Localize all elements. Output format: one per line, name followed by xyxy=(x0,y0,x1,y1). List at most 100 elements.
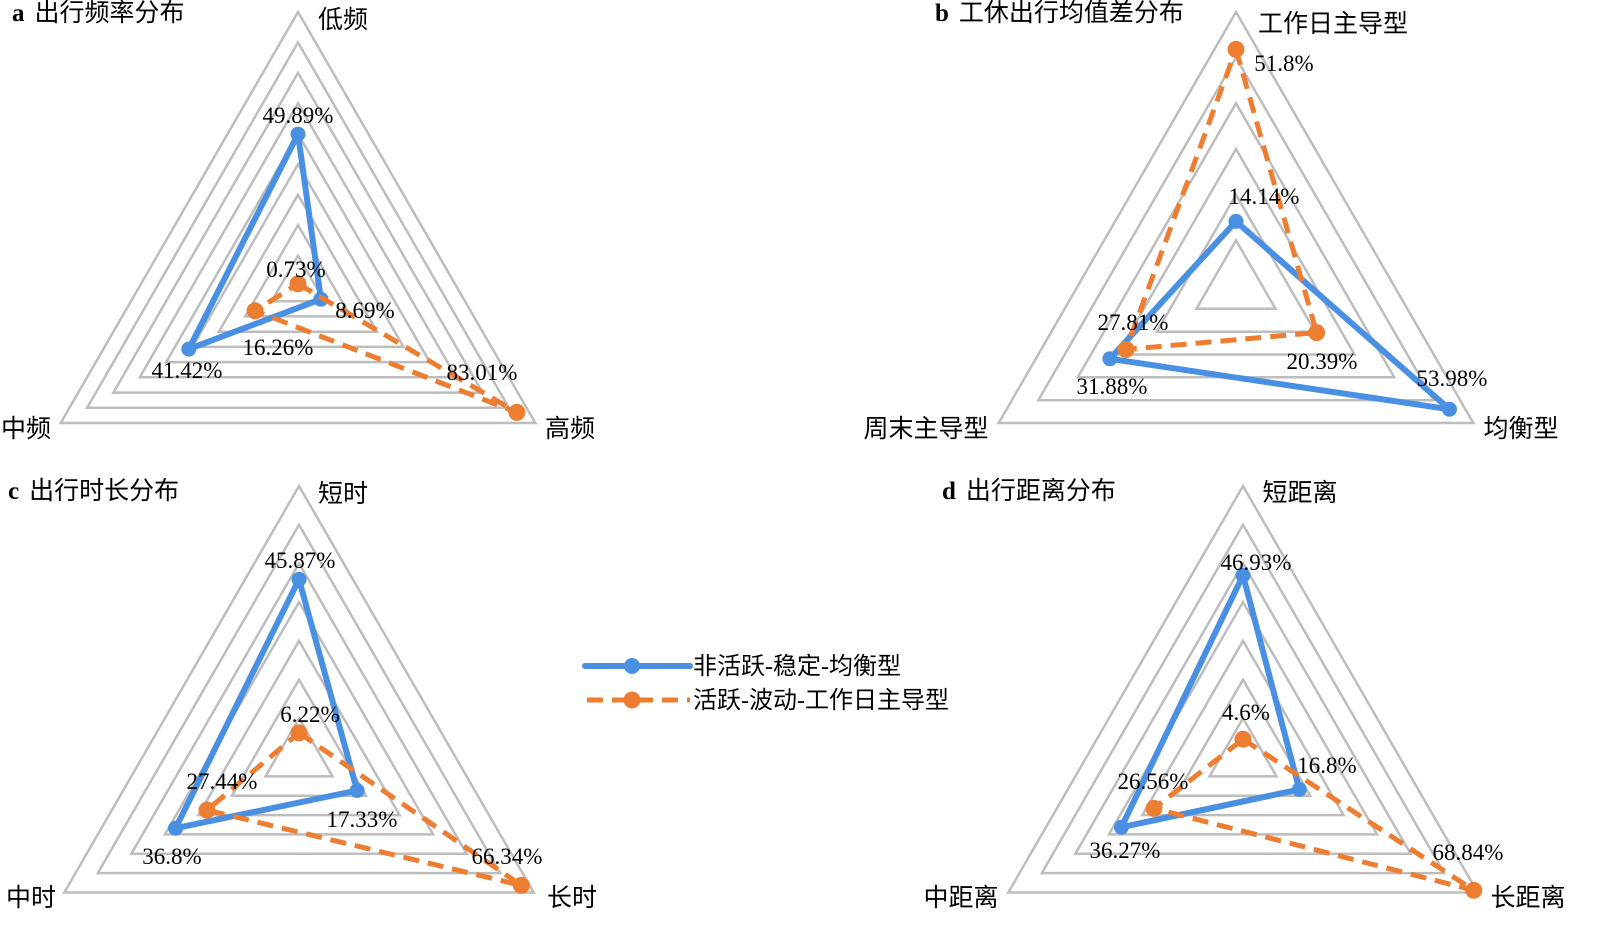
axis-label: 中时 xyxy=(6,884,56,912)
data-label: 4.6% xyxy=(1222,700,1270,725)
data-point xyxy=(1234,730,1252,748)
grid-ring xyxy=(129,560,469,856)
series-1 xyxy=(1102,213,1457,417)
data-label: 49.89% xyxy=(263,103,334,128)
legend-item-series-1: 非活跃-稳定-均衡型 xyxy=(582,653,901,680)
data-point xyxy=(1102,351,1118,367)
axis-label: 中距离 xyxy=(923,884,998,912)
panel-title-text: 工休出行均值差分布 xyxy=(959,0,1184,27)
series-2 xyxy=(1145,730,1483,899)
grid-ring xyxy=(196,638,402,817)
radar-grid xyxy=(62,483,536,894)
grid-ring xyxy=(1207,715,1279,778)
data-point xyxy=(1113,819,1129,835)
panel-title: b 工休出行均值差分布 xyxy=(935,0,1184,27)
data-label: 27.81% xyxy=(1098,310,1169,335)
grid-ring xyxy=(62,483,536,894)
legend-marker-series-1 xyxy=(624,658,640,674)
grid-ring xyxy=(95,522,503,875)
data-point xyxy=(181,341,197,357)
series-line xyxy=(1118,572,1303,831)
data-point xyxy=(1465,881,1483,899)
grid-ring xyxy=(229,677,369,797)
data-label: 8.69% xyxy=(335,298,394,323)
grid-ring xyxy=(1173,677,1313,797)
series-line xyxy=(204,730,524,888)
radar-panel-c: 45.87%17.33%36.8%6.22%66.34%27.44%短时长时中时… xyxy=(6,477,597,912)
data-point xyxy=(246,302,264,320)
series-line xyxy=(185,131,324,353)
data-label: 27.44% xyxy=(187,769,258,794)
legend-label-series-2: 活跃-波动-工作日主导型 xyxy=(693,687,949,714)
axis-label: 短时 xyxy=(318,480,368,508)
grid-ring xyxy=(996,9,1476,425)
data-label: 66.34% xyxy=(472,844,543,869)
radar-panel-d: 46.93%16.8%36.27%4.6%68.84%26.56%短距离长距离中… xyxy=(923,477,1565,912)
series-2 xyxy=(1117,40,1326,358)
grid-ring xyxy=(190,161,406,349)
data-label: 36.8% xyxy=(142,844,201,869)
grid-ring xyxy=(1036,55,1436,402)
data-point xyxy=(289,275,307,293)
data-label: 53.98% xyxy=(1417,366,1488,391)
radar-panel-a: 49.89%8.69%41.42%0.73%83.01%16.26%低频高频中频… xyxy=(1,0,595,443)
axis-label: 长时 xyxy=(547,884,597,912)
data-point xyxy=(1227,40,1245,58)
series-line xyxy=(1123,46,1320,352)
series-line xyxy=(172,576,361,832)
data-label: 17.33% xyxy=(327,807,398,832)
series-2 xyxy=(246,275,526,421)
grid-ring xyxy=(137,100,459,379)
data-labels: 45.87%17.33%36.8%6.22%66.34%27.44% xyxy=(142,548,542,869)
series-line xyxy=(1106,218,1453,413)
legend-label-series-1: 非活跃-稳定-均衡型 xyxy=(693,653,901,680)
grid-ring xyxy=(111,70,485,394)
radar-grid xyxy=(58,9,538,425)
grid-ring xyxy=(1006,483,1480,894)
data-label: 31.88% xyxy=(1077,374,1148,399)
series-line xyxy=(252,281,520,415)
data-label: 16.8% xyxy=(1297,753,1356,778)
grid-ring xyxy=(243,222,353,318)
data-label: 14.14% xyxy=(1229,184,1300,209)
axis-label: 均衡型 xyxy=(1483,415,1558,443)
axis-label: 工作日主导型 xyxy=(1258,10,1408,38)
data-point xyxy=(1117,341,1135,358)
data-labels: 46.93%16.8%36.27%4.6%68.84%26.56% xyxy=(1090,550,1504,865)
axis-label: 低频 xyxy=(318,6,368,34)
grid-ring xyxy=(58,9,538,425)
data-label: 51.8% xyxy=(1254,51,1313,76)
legend-item-series-2: 活跃-波动-工作日主导型 xyxy=(587,687,949,714)
panel-letter: a xyxy=(12,0,25,27)
grid-ring xyxy=(84,39,512,410)
data-labels: 49.89%8.69%41.42%0.73%83.01%16.26% xyxy=(152,103,518,385)
axis-label: 长距离 xyxy=(1490,884,1565,912)
panel-letter: b xyxy=(935,0,949,27)
data-labels: 14.14%53.98%31.88%51.8%20.39%27.81% xyxy=(1077,51,1488,399)
panel-title-text: 出行距离分布 xyxy=(966,477,1116,505)
data-point xyxy=(198,801,216,819)
panel-title-text: 出行频率分布 xyxy=(35,0,185,27)
data-label: 16.26% xyxy=(243,335,314,360)
legend-marker-series-2 xyxy=(623,691,641,709)
data-label: 36.27% xyxy=(1090,838,1161,863)
grid-ring xyxy=(269,253,327,303)
series-1 xyxy=(168,571,365,836)
data-point xyxy=(508,403,526,421)
grid-ring xyxy=(164,131,432,364)
panel-title-text: 出行时长分布 xyxy=(29,477,179,505)
data-point xyxy=(168,820,184,836)
data-point xyxy=(1145,799,1163,817)
axis-label: 中频 xyxy=(1,415,51,443)
axis-label: 短距离 xyxy=(1262,479,1337,507)
grid-ring xyxy=(1073,560,1413,856)
data-point xyxy=(290,724,308,742)
data-point xyxy=(1442,401,1457,417)
data-label: 83.01% xyxy=(447,360,518,385)
data-label: 26.56% xyxy=(1118,769,1189,794)
radar-panels: 49.89%8.69%41.42%0.73%83.01%16.26%低频高频中频… xyxy=(1,0,1566,912)
